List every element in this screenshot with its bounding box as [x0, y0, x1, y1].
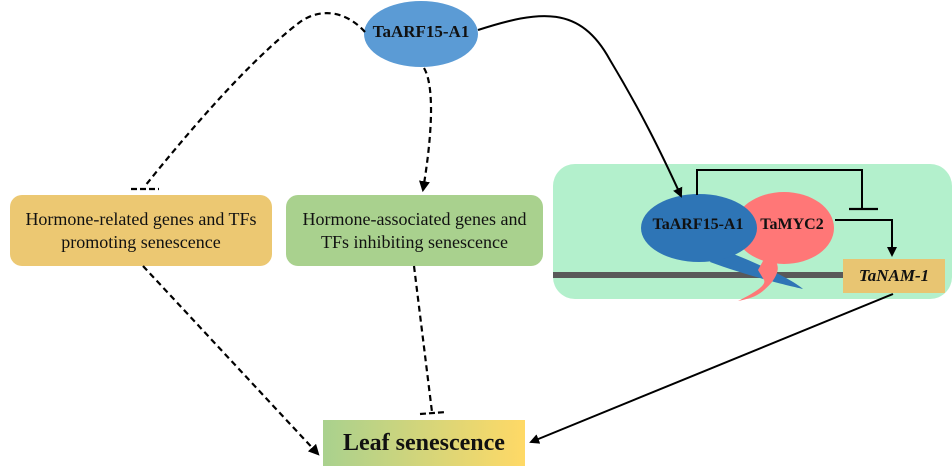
edge-top-to-inhibit: [419, 67, 433, 193]
top-regulator-label: TaARF15-A1: [372, 22, 470, 41]
arf-tail-shape: [710, 248, 803, 289]
complex-myc-label: TaMYC2: [760, 216, 824, 233]
promote-senescence-box: Hormone-related genes and TFs promoting …: [25, 208, 257, 252]
tanam-box-bg: [843, 259, 945, 293]
promote-box-bg: [10, 195, 272, 266]
leaf-senescence-bg: [323, 420, 525, 466]
arf-ellipse: [641, 194, 757, 262]
myc-tail-shape: [738, 252, 778, 301]
myc-ellipse: [734, 192, 834, 264]
edge-myc-to-tanam: [835, 219, 897, 257]
inhibit-box-bg: [286, 195, 543, 266]
inhibit-senescence-box: Hormone-associated genes and TFs inhibit…: [302, 208, 527, 252]
edge-arf-inhibits-myc-activation: [696, 169, 863, 208]
leaf-senescence-box: Leaf senescence: [343, 429, 505, 456]
inhibit-bar-leaf: [419, 410, 447, 416]
edge-tanam-to-leaf: [529, 293, 894, 444]
complex-arf-label: TaARF15-A1: [652, 216, 744, 233]
dna-strand: [553, 272, 845, 278]
target-gene-box: TaNAM-1: [858, 266, 930, 285]
edge-inhibit-to-leaf: [412, 265, 434, 413]
edge-top-to-promote: [144, 12, 366, 187]
edge-promote-to-leaf: [142, 265, 320, 456]
edge-top-to-complex: [477, 15, 683, 198]
top-regulator-ellipse: [364, 1, 478, 67]
